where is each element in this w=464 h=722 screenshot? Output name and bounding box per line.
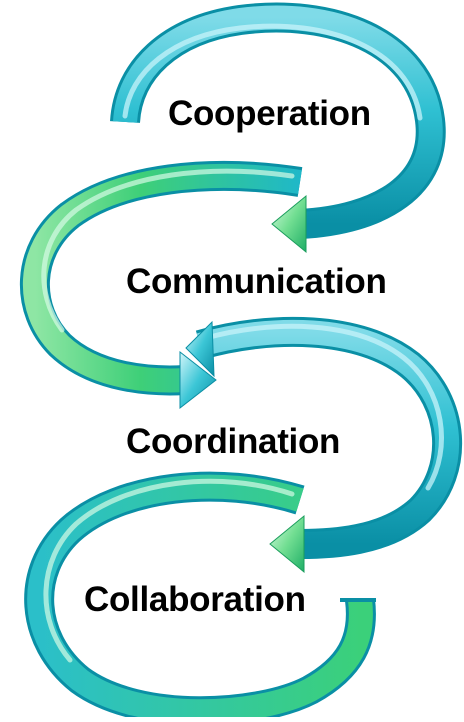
arrow-3 bbox=[185, 316, 463, 574]
arrow-1 bbox=[110, 2, 446, 254]
stage-label-collaboration: Collaboration bbox=[84, 580, 306, 619]
arrow-4 bbox=[24, 471, 376, 722]
stage-label-cooperation: Cooperation bbox=[168, 94, 371, 133]
stage-label-coordination: Coordination bbox=[126, 422, 341, 461]
stage-label-communication: Communication bbox=[126, 262, 387, 301]
arrow-2 bbox=[19, 160, 303, 410]
